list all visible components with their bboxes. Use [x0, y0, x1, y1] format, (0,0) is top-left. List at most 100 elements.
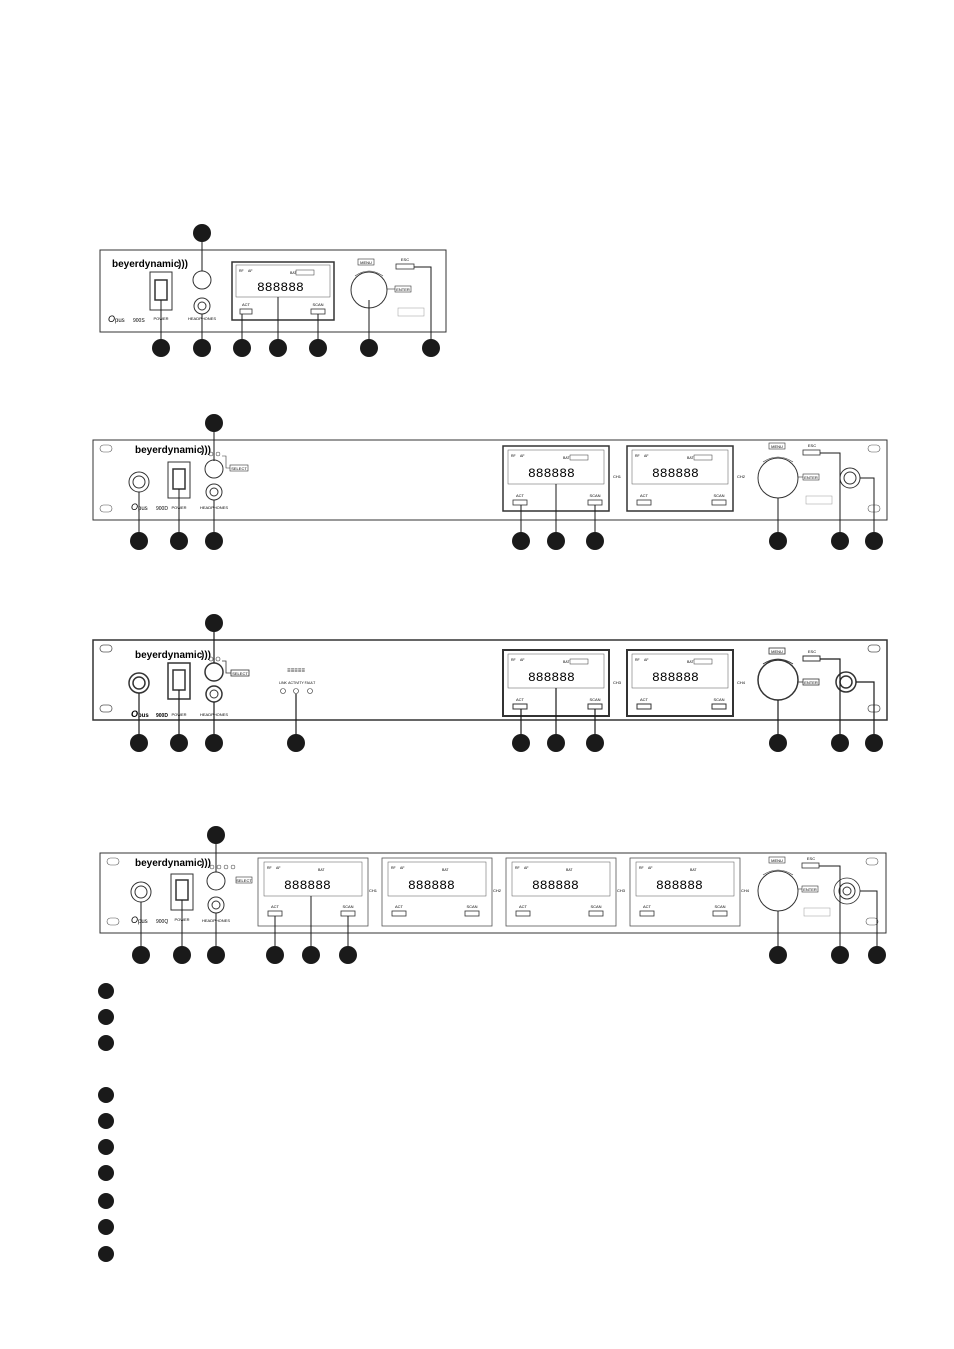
ch4-label: CH4 — [737, 680, 746, 685]
network-logo: ≡≡≡≡≡ — [287, 667, 305, 674]
scan-button — [340, 910, 356, 917]
select-label: SELECT — [236, 878, 252, 883]
opus-prefix: pus — [138, 506, 148, 512]
panel-900d-frame — [92, 439, 888, 521]
act-label: ACT — [516, 493, 525, 498]
act-button — [267, 910, 283, 917]
headphone-jack-inner — [197, 301, 207, 311]
legend-marker-9 — [98, 1219, 114, 1235]
ch1-label: CH1 — [369, 888, 378, 893]
legend-marker-8 — [98, 1193, 114, 1209]
act-button — [391, 910, 407, 917]
enter-label: ENTER — [804, 475, 818, 480]
lcd-digits: 888888 — [284, 878, 331, 893]
ch-led-3 — [223, 864, 229, 870]
panel-900d-net-frame — [92, 639, 888, 721]
lcd-digits: 888888 — [652, 670, 699, 685]
headphone-jack-inner — [211, 900, 221, 910]
lcd-bat-label: BAT — [687, 660, 694, 664]
menu-label: MENU — [771, 444, 783, 449]
antenna-jack-inner — [842, 886, 852, 896]
ch-led-2 — [215, 451, 221, 457]
lcd-bat-label: BAT — [318, 868, 325, 872]
scan-button — [711, 703, 727, 710]
ir-window — [204, 662, 224, 682]
scan-button — [587, 499, 603, 506]
power-rocker — [154, 279, 168, 301]
lcd-bat-label: BAT — [690, 868, 697, 872]
jog-wheel — [757, 457, 799, 499]
lcd-bat-label: BAT — [687, 456, 694, 460]
opus-logo: O — [131, 502, 138, 512]
scan-button — [712, 910, 728, 917]
display-900dn-ch4: RF AF BAT 888888 ACT SCAN CH4 — [626, 649, 746, 717]
opus-logo: O — [131, 915, 138, 925]
lcd-battery-icon — [693, 454, 713, 461]
scan-label: SCAN — [589, 697, 600, 702]
rack-slot-tl — [99, 444, 113, 453]
lcd-bat-label: BAT — [566, 868, 573, 872]
legend-marker-7 — [98, 1165, 114, 1181]
scan-button — [711, 499, 727, 506]
lcd-af-label: AF — [644, 454, 648, 458]
lcd-digits: 888888 — [257, 280, 304, 295]
enter-label: ENTER — [803, 887, 817, 892]
power-rocker — [175, 879, 189, 901]
lcd-af-label: AF — [276, 866, 280, 870]
panel-900s: beyerdynamic ))) POWER O pus 900S HEADPH… — [99, 224, 447, 357]
lcd-rf-label: RF — [515, 866, 520, 870]
act-label: ACT — [271, 904, 280, 909]
jog-arrow-arc — [762, 869, 794, 876]
ch-led-4 — [230, 864, 236, 870]
act-button — [239, 308, 253, 315]
menu-label: MENU — [771, 858, 783, 863]
lcd-bat-label: BAT — [290, 271, 297, 275]
esc-button — [802, 449, 821, 456]
esc-button — [395, 263, 415, 270]
display-900s: RF AF BAT 888888 ACT SCAN — [231, 261, 335, 321]
activity-led-label: ACTIVITY — [288, 681, 304, 685]
headphone-jack-inner — [209, 487, 219, 497]
scan-label: SCAN — [590, 904, 601, 909]
menu-label: MENU — [360, 260, 372, 265]
lcd-digits: 888888 — [408, 878, 455, 893]
act-button — [512, 499, 528, 506]
lcd-af-label: AF — [644, 658, 648, 662]
rack-slot-tr — [865, 857, 879, 866]
scan-button — [588, 910, 604, 917]
lcd-af-label: AF — [520, 454, 524, 458]
scan-label: SCAN — [466, 904, 477, 909]
display-900q-ch1: RF AF BAT 888888 ACT SCAN CH1 — [257, 857, 378, 927]
panel-900q: beyerdynamic ))) POWER O pus 900Q HEADPH… — [99, 826, 887, 964]
menu-box — [768, 442, 786, 450]
lcd-digits: 888888 — [528, 670, 575, 685]
lcd-screen — [235, 264, 331, 298]
scan-label: SCAN — [312, 302, 323, 307]
act-button — [639, 910, 655, 917]
display-900d-ch2: RF AF BAT 888888 ACT SCAN CH2 — [626, 445, 746, 512]
lcd-digits: 888888 — [528, 466, 575, 481]
xlr-output-inner — [132, 676, 146, 690]
select-leader — [222, 455, 230, 469]
lcd-rf-label: RF — [267, 866, 272, 870]
brand-logo: beyerdynamic — [135, 858, 203, 869]
lcd-bat-label: BAT — [563, 660, 570, 664]
select-label: SELECT — [231, 466, 247, 471]
scan-label: SCAN — [713, 697, 724, 702]
esc-label: ESC — [808, 443, 816, 448]
esc-button — [802, 655, 821, 662]
panel-900d: beyerdynamic ))) POWER O pus 900D HEADPH… — [92, 414, 888, 550]
menu-box — [357, 258, 375, 266]
enter-label: ENTER — [396, 287, 410, 292]
brand-logo-mark: ))) — [201, 650, 211, 661]
opus-prefix: pus — [115, 318, 125, 324]
act-button — [636, 499, 652, 506]
headphone-jack-inner — [209, 689, 219, 699]
brand-logo-mark: ))) — [201, 445, 211, 456]
display-900d-ch1: RF AF BAT 888888 ACT SCAN CH1 — [502, 445, 622, 512]
callout-markers-900s — [152, 224, 440, 357]
legend-markers — [98, 983, 114, 1262]
opus-prefix: pus — [138, 713, 149, 719]
act-label: ACT — [516, 697, 525, 702]
